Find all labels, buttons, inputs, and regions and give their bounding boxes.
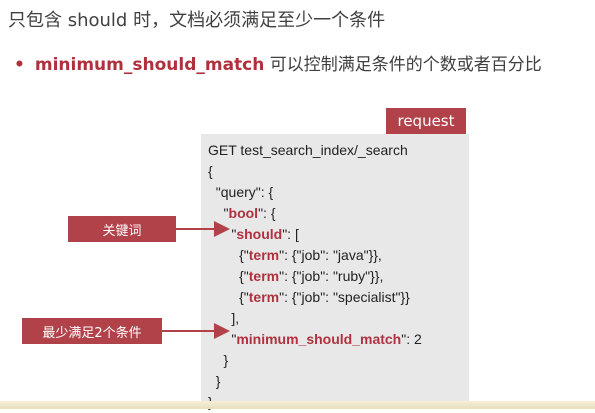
code-line: } — [208, 352, 229, 368]
bottom-rule — [0, 401, 595, 409]
slide-heading: 只包含 should 时，文档必须满足至少一个条件 — [8, 10, 386, 31]
term-keyword: term — [248, 247, 280, 263]
code-line: "bool": { — [208, 205, 276, 221]
bullet-keyword: minimum_should_match — [34, 55, 265, 75]
minimum-should-match-keyword: minimum_should_match — [236, 331, 402, 347]
code-line: } — [208, 373, 221, 389]
callout-keywords: 关键词 — [68, 216, 176, 242]
code-line: ], — [208, 310, 240, 326]
term-keyword: term — [248, 289, 280, 305]
bullet-line: • minimum_should_match 可以控制满足条件的个数或者百分比 — [14, 50, 542, 75]
code-line: {"term": {"job": "java"}}, — [208, 247, 382, 263]
term-keyword: term — [248, 268, 280, 284]
code-line: {"term": {"job": "ruby"}}, — [208, 268, 384, 284]
code-line: { — [208, 163, 213, 179]
should-keyword: should — [236, 226, 283, 242]
bool-keyword: bool — [228, 205, 259, 221]
code-block: GET test_search_index/_search { "query":… — [208, 140, 422, 413]
code-line: {"term": {"job": "specialist"}} — [208, 289, 410, 305]
callout-min-conditions: 最少满足2个条件 — [22, 318, 162, 344]
code-line: GET test_search_index/_search — [208, 142, 408, 158]
code-line: "should": [ — [208, 226, 299, 242]
code-line: "query": { — [208, 184, 274, 200]
bullet-text: 可以控制满足条件的个数或者百分比 — [264, 55, 542, 75]
request-tab-label: request — [386, 108, 466, 134]
code-panel — [201, 134, 469, 405]
bullet-dot: • — [14, 55, 25, 75]
code-line: "minimum_should_match": 2 — [208, 331, 422, 347]
